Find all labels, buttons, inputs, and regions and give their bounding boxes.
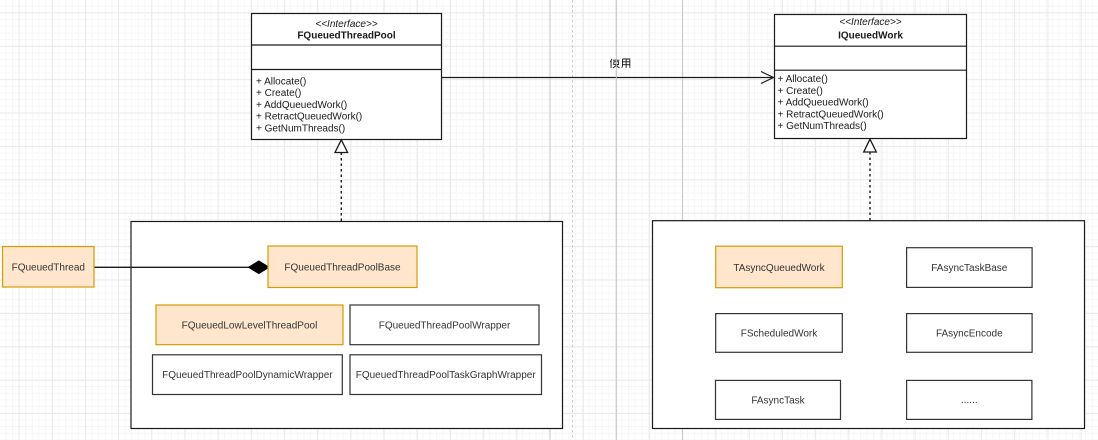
svg-text:+ AddQueuedWork(): + AddQueuedWork()	[778, 98, 869, 109]
svg-text:......: ......	[961, 395, 978, 406]
svg-text:<<Interface>>: <<Interface>>	[839, 17, 901, 28]
svg-text:FQueuedLowLevelThreadPool: FQueuedLowLevelThreadPool	[182, 321, 318, 332]
svg-text:+ Create(): + Create()	[256, 88, 301, 99]
svg-text:+ GetNumThreads(): + GetNumThreads()	[778, 121, 867, 132]
svg-text:TAsyncQueuedWork: TAsyncQueuedWork	[733, 263, 825, 274]
svg-text:FQueuedThreadPoolWrapper: FQueuedThreadPoolWrapper	[379, 321, 511, 332]
svg-text:FScheduledWork: FScheduledWork	[741, 329, 819, 340]
svg-text:+ Allocate(): + Allocate()	[256, 77, 306, 88]
svg-text:+ RetractQueuedWork(): + RetractQueuedWork()	[778, 110, 884, 121]
svg-text:FQueuedThread: FQueuedThread	[12, 263, 85, 274]
svg-text:FQueuedThreadPoolTaskGraphWrap: FQueuedThreadPoolTaskGraphWrapper	[356, 370, 537, 381]
svg-text:FQueuedThreadPoolBase: FQueuedThreadPoolBase	[284, 263, 401, 274]
svg-text:<<Interface>>: <<Interface>>	[315, 19, 377, 30]
svg-text:FAsyncTaskBase: FAsyncTaskBase	[931, 263, 1008, 274]
svg-text:+ RetractQueuedWork(): + RetractQueuedWork()	[256, 112, 362, 123]
svg-text:FQueuedThreadPool: FQueuedThreadPool	[297, 30, 396, 41]
svg-text:FAsyncTask: FAsyncTask	[751, 395, 805, 406]
svg-text:+ GetNumThreads(): + GetNumThreads()	[256, 123, 345, 134]
svg-text:+ Create(): + Create()	[778, 86, 823, 97]
svg-text:FQueuedThreadPoolDynamicWrappe: FQueuedThreadPoolDynamicWrapper	[162, 370, 333, 381]
svg-text:+ AddQueuedWork(): + AddQueuedWork()	[256, 100, 347, 111]
svg-text:FAsyncEncode: FAsyncEncode	[936, 329, 1003, 340]
svg-text:+ Allocate(): + Allocate()	[778, 74, 828, 85]
svg-text:IQueuedWork: IQueuedWork	[838, 30, 903, 41]
